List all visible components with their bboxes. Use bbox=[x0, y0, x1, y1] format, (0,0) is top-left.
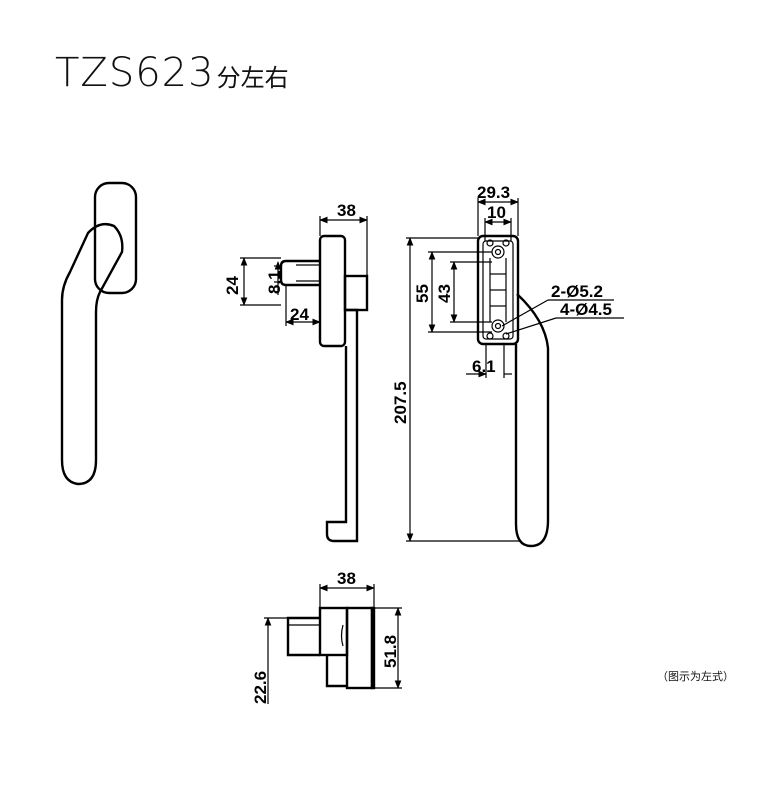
model-variant: 分左右 bbox=[216, 64, 289, 92]
page-title: TZS623分左右 bbox=[55, 50, 289, 96]
dim-total-length: 207.5 bbox=[391, 381, 410, 424]
dim-front-inner: 10 bbox=[487, 203, 506, 222]
bottom-view: 38 51.8 22.6 bbox=[251, 569, 402, 704]
callout-large-holes: 2-Ø5.2 bbox=[551, 282, 603, 301]
model-number: TZS623 bbox=[55, 50, 215, 96]
dim-front-spindle: 6.1 bbox=[472, 357, 496, 376]
perspective-view bbox=[60, 181, 138, 486]
dim-side-offset: 24 bbox=[290, 305, 309, 324]
front-view: 29.3 10 55 43 2-Ø5.2 4-Ø4.5 6.1 207. bbox=[391, 183, 624, 548]
dim-front-width: 29.3 bbox=[477, 183, 510, 202]
dim-front-height-inner: 43 bbox=[435, 284, 454, 303]
dim-side-height: 24 bbox=[223, 276, 242, 295]
dim-bottom-width: 38 bbox=[337, 569, 356, 588]
dim-bottom-offset: 22.6 bbox=[251, 671, 270, 704]
dim-bottom-height: 51.8 bbox=[381, 635, 400, 668]
dim-side-spindle: 8.1 bbox=[265, 270, 284, 294]
callout-small-holes: 4-Ø4.5 bbox=[560, 300, 612, 319]
dim-front-height-outer: 55 bbox=[413, 284, 432, 303]
dim-side-width: 38 bbox=[337, 201, 356, 220]
left-version-note: （图示为左式） bbox=[657, 670, 734, 683]
side-view: 38 24 8.1 24 bbox=[223, 201, 369, 543]
